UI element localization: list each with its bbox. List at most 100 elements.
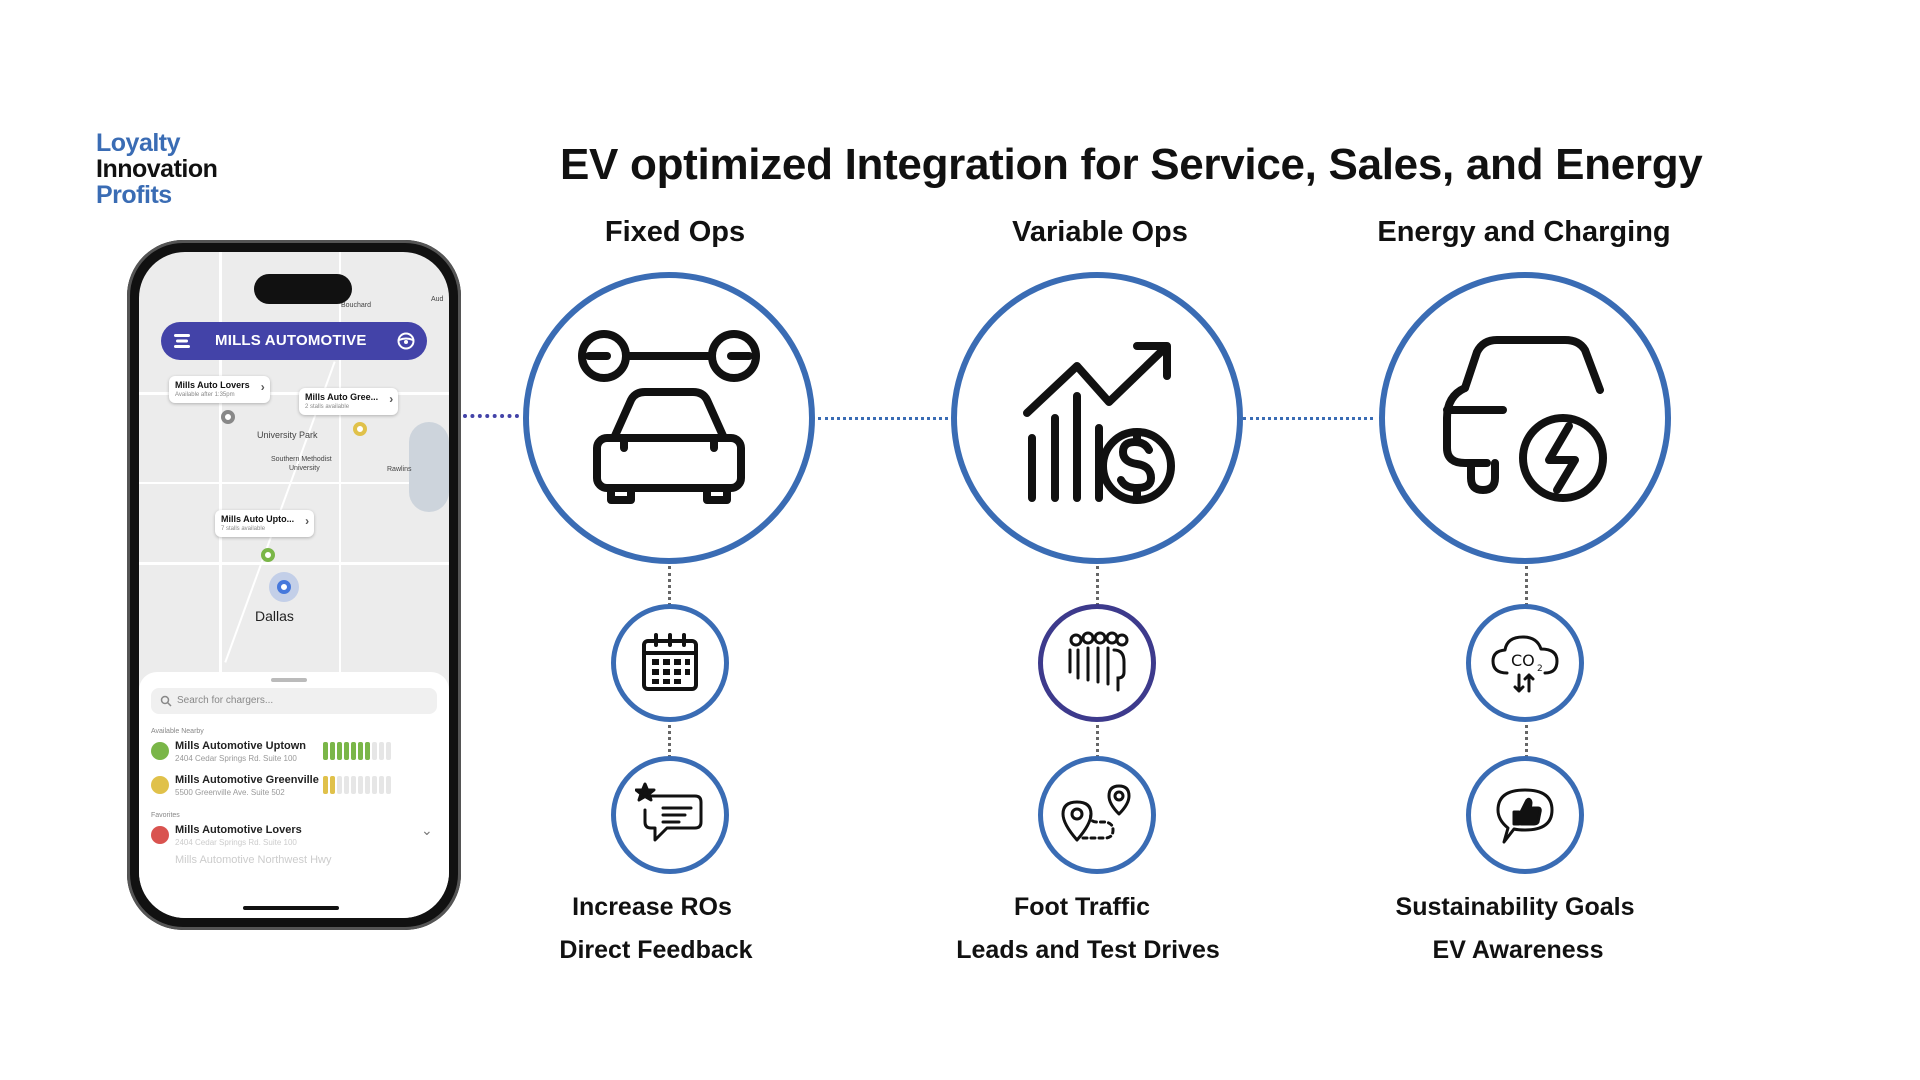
calendar-icon bbox=[642, 633, 698, 691]
fixed-ops-circle bbox=[523, 272, 815, 564]
brand-line-innovation: Innovation bbox=[96, 155, 218, 183]
station-name-greenville[interactable]: Mills Automotive Greenville bbox=[175, 774, 319, 786]
availability-bar bbox=[386, 776, 391, 794]
map-label-dallas: Dallas bbox=[255, 608, 294, 624]
station-address-uptown: 2404 Cedar Springs Rd. Suite 100 bbox=[175, 754, 297, 763]
phone-mockup: Bouchard Aud MILLS AUTOMOTIVE Mills Auto… bbox=[127, 240, 461, 930]
label-foot-traffic: Foot Traffic bbox=[1013, 893, 1151, 921]
sheet-grabber[interactable] bbox=[271, 678, 307, 682]
availability-bar bbox=[372, 776, 377, 794]
vconnector-3b bbox=[1525, 718, 1528, 758]
app-header-bar[interactable]: MILLS AUTOMOTIVE bbox=[161, 322, 427, 360]
availability-bar bbox=[365, 776, 370, 794]
map-card-title: Mills Auto Lovers bbox=[175, 380, 250, 390]
map-road bbox=[139, 562, 449, 565]
station-status-icon bbox=[151, 742, 169, 760]
heading-energy-charging: Energy and Charging bbox=[1377, 216, 1671, 248]
variable-ops-circle bbox=[951, 272, 1243, 564]
current-location-icon bbox=[277, 580, 291, 594]
phone-connector bbox=[463, 414, 519, 418]
map-pin-yellow[interactable] bbox=[353, 422, 367, 436]
availability-bar bbox=[323, 776, 328, 794]
label-direct-feedback: Direct Feedback bbox=[559, 936, 753, 964]
label-ev-awareness: EV Awareness bbox=[1432, 936, 1604, 964]
electric-car-charging-icon bbox=[1443, 336, 1607, 502]
crowd-circle bbox=[1038, 604, 1156, 722]
map-card-sub: Available after 1:35pm bbox=[175, 392, 235, 398]
station-status-icon bbox=[151, 776, 169, 794]
map-card-lovers[interactable]: Mills Auto Lovers Available after 1:35pm… bbox=[169, 376, 270, 403]
heading-fixed-ops: Fixed Ops bbox=[604, 216, 746, 248]
map-road bbox=[219, 252, 222, 672]
growth-chart-dollar-icon bbox=[1023, 342, 1175, 504]
chevron-right-icon: › bbox=[260, 380, 265, 394]
route-map-pins-icon bbox=[1061, 784, 1131, 842]
availability-bar bbox=[330, 776, 335, 794]
availability-bar bbox=[344, 776, 349, 794]
map-road bbox=[339, 252, 341, 672]
map-card-title: Mills Auto Upto... bbox=[221, 514, 295, 524]
steering-wheel-icon[interactable] bbox=[397, 332, 415, 350]
charger-search-input[interactable]: Search for chargers... bbox=[151, 688, 437, 714]
bottom-sheet: Search for chargers... Available Nearby … bbox=[139, 672, 449, 918]
availability-bar bbox=[379, 776, 384, 794]
availability-bar bbox=[323, 742, 328, 760]
route-circle bbox=[1038, 756, 1156, 874]
map-road bbox=[139, 482, 449, 484]
car-service-wrench-icon bbox=[578, 330, 760, 504]
label-increase-ros: Increase ROs bbox=[572, 893, 732, 921]
availability-bars-greenville bbox=[323, 776, 391, 794]
chevron-right-icon: › bbox=[389, 392, 394, 406]
map-pin-gray[interactable] bbox=[221, 410, 235, 424]
connector-variable-energy bbox=[1243, 417, 1373, 420]
app-name: MILLS AUTOMOTIVE bbox=[215, 332, 367, 349]
brand-tagline: Loyalty Innovation Profits bbox=[96, 129, 218, 208]
station-name-uptown[interactable]: Mills Automotive Uptown bbox=[175, 740, 306, 752]
feedback-chat-star-icon bbox=[635, 782, 703, 842]
map-label-rawlins: Rawlins bbox=[387, 466, 412, 473]
map-card-sub: 2 stalls available bbox=[305, 404, 350, 410]
section-favorites: Favorites bbox=[151, 812, 180, 819]
energy-charging-circle bbox=[1379, 272, 1671, 564]
map-label-smu-2: University bbox=[289, 465, 320, 472]
page-title: EV optimized Integration for Service, Sa… bbox=[560, 140, 1703, 189]
feedback-circle bbox=[611, 756, 729, 874]
section-available-nearby: Available Nearby bbox=[151, 728, 204, 735]
chevron-down-icon[interactable]: ⌄ bbox=[421, 822, 433, 838]
calendar-circle bbox=[611, 604, 729, 722]
label-leads-test-drives: Leads and Test Drives bbox=[956, 936, 1220, 964]
vconnector-2a bbox=[1096, 566, 1099, 606]
availability-bar bbox=[337, 776, 342, 794]
chevron-right-icon: › bbox=[305, 514, 310, 528]
svg-text:CO: CO bbox=[1511, 651, 1535, 670]
station-address-lovers: 2404 Cedar Springs Rd. Suite 100 bbox=[175, 838, 297, 847]
vconnector-3a bbox=[1525, 566, 1528, 606]
map-label-smu-1: Southern Methodist bbox=[271, 456, 332, 463]
menu-icon[interactable] bbox=[173, 333, 191, 349]
co2-circle: CO 2 bbox=[1466, 604, 1584, 722]
vconnector-1a bbox=[668, 566, 671, 606]
availability-bar bbox=[351, 742, 356, 760]
map-card-uptown[interactable]: Mills Auto Upto... 7 stalls available › bbox=[215, 510, 315, 537]
map-road bbox=[139, 392, 449, 395]
crowd-icon bbox=[1068, 631, 1129, 692]
availability-bar bbox=[358, 776, 363, 794]
map-card-greenville[interactable]: Mills Auto Gree... 2 stalls available › bbox=[299, 388, 399, 415]
co2-cloud-icon: CO 2 bbox=[1491, 635, 1559, 693]
search-placeholder: Search for chargers... bbox=[177, 695, 274, 706]
availability-bar bbox=[365, 742, 370, 760]
station-name-lovers[interactable]: Mills Automotive Lovers bbox=[175, 824, 302, 836]
vconnector-2b bbox=[1096, 718, 1099, 758]
availability-bar bbox=[372, 742, 377, 760]
favorite-heart-icon bbox=[151, 826, 169, 844]
station-name-northwest[interactable]: Mills Automotive Northwest Hwy bbox=[175, 854, 332, 866]
brand-line-loyalty: Loyalty bbox=[96, 129, 181, 157]
map-label-bouchard: Bouchard bbox=[341, 302, 371, 309]
label-sustainability-goals: Sustainability Goals bbox=[1395, 893, 1635, 921]
heading-variable-ops: Variable Ops bbox=[1012, 216, 1188, 248]
map-card-sub: 7 stalls available bbox=[221, 526, 266, 532]
station-address-greenville: 5500 Greenville Ave. Suite 502 bbox=[175, 788, 285, 797]
map-pin-green[interactable] bbox=[261, 548, 275, 562]
availability-bar bbox=[337, 742, 342, 760]
home-indicator[interactable] bbox=[243, 906, 339, 910]
